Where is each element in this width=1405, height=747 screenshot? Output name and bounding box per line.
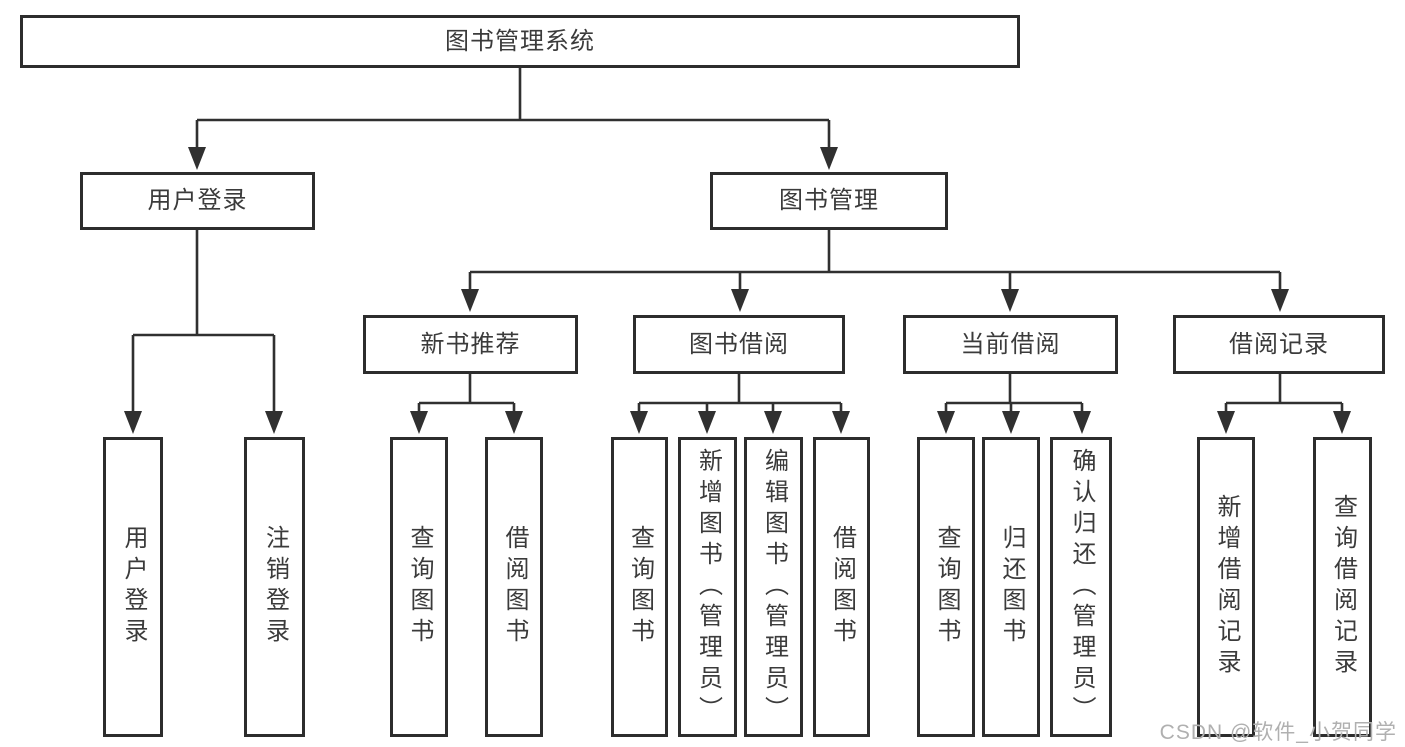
node-label: 查询图书	[626, 525, 654, 649]
node-label: 当前借阅	[960, 330, 1061, 358]
node-label: 新书推荐	[420, 330, 521, 358]
leaf-add-borrow-record: 新增借阅记录	[1197, 437, 1255, 737]
node-label: 确认归还（管理员）	[1068, 447, 1095, 727]
leaf-borrow-books-borrow: 借阅图书	[813, 437, 870, 737]
node-label: 图书管理系统	[445, 27, 595, 55]
node-label: 借阅图书	[501, 525, 528, 649]
node-user-login: 用户登录	[80, 172, 315, 230]
node-label: 借阅图书	[828, 525, 856, 649]
leaf-add-book-admin: 新增图书（管理员）	[678, 437, 737, 737]
leaf-return-book: 归还图书	[982, 437, 1040, 737]
leaf-confirm-return-admin: 确认归还（管理员）	[1050, 437, 1112, 737]
node-root: 图书管理系统	[20, 15, 1020, 68]
node-current-borrow: 当前借阅	[903, 315, 1118, 374]
leaf-logout: 注销登录	[244, 437, 305, 737]
leaf-query-books-borrow: 查询图书	[611, 437, 668, 737]
node-label: 编辑图书（管理员）	[760, 447, 788, 727]
node-new-book-recommend: 新书推荐	[363, 315, 578, 374]
leaf-query-books-recommend: 查询图书	[390, 437, 448, 737]
node-label: 用户登录	[120, 525, 147, 649]
node-label: 借阅记录	[1229, 330, 1329, 358]
leaf-query-books-current: 查询图书	[917, 437, 975, 737]
node-label: 注销登录	[261, 525, 289, 649]
node-label: 查询图书	[933, 525, 960, 649]
node-label: 归还图书	[998, 525, 1025, 649]
leaf-edit-book-admin: 编辑图书（管理员）	[744, 437, 803, 737]
node-label: 图书管理	[779, 187, 879, 214]
node-book-management: 图书管理	[710, 172, 948, 230]
node-label: 用户登录	[147, 187, 248, 214]
leaf-borrow-books-recommend: 借阅图书	[485, 437, 543, 737]
node-label: 图书借阅	[689, 330, 789, 358]
watermark: CSDN @软件_小贺同学	[1159, 721, 1397, 744]
node-book-borrow: 图书借阅	[633, 315, 845, 374]
node-label: 新增图书（管理员）	[694, 447, 722, 727]
node-label: 查询图书	[406, 525, 433, 649]
leaf-user-login: 用户登录	[103, 437, 163, 737]
node-borrow-records: 借阅记录	[1173, 315, 1385, 374]
node-label: 新增借阅记录	[1213, 494, 1240, 680]
leaf-query-borrow-record: 查询借阅记录	[1313, 437, 1372, 737]
node-label: 查询借阅记录	[1329, 494, 1357, 680]
